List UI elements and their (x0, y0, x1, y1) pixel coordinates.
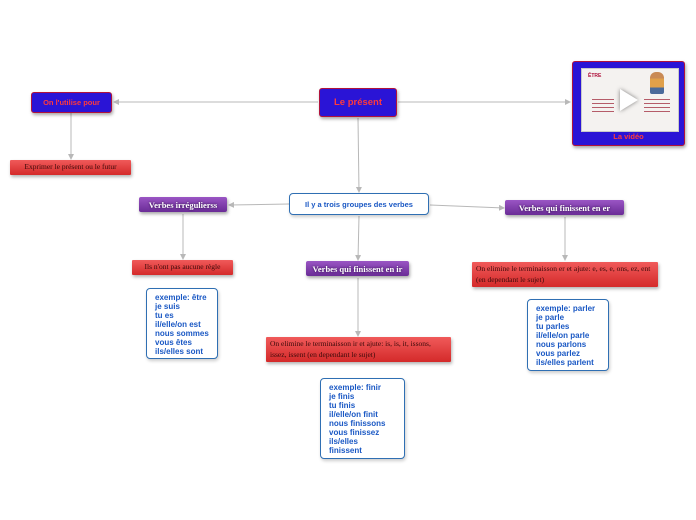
example-line: nous finissons (329, 418, 386, 428)
irregular-label: Verbes irrégulierss (148, 199, 218, 210)
ir-group-label: Verbes qui finissent en ir (312, 263, 403, 274)
usage-node[interactable]: On l'utilise pour (31, 92, 112, 113)
central-label: Le présent (333, 97, 383, 108)
video-label: La vidéo (613, 132, 644, 141)
example-line: ils/elles (329, 436, 358, 446)
example-line: ils/elles sont (155, 346, 204, 356)
example-line: je parle (536, 312, 565, 322)
er-rule-node[interactable]: On elimine le terminaisson er et ajute: … (472, 262, 658, 287)
irregular-node[interactable]: Verbes irrégulierss (139, 197, 227, 212)
thumb-figure (650, 72, 664, 94)
example-line: vous parlez (536, 348, 581, 358)
usage-detail-node[interactable]: Exprimer le présent ou le futur (10, 160, 131, 175)
er-group-node[interactable]: Verbes qui finissent en er (505, 200, 624, 215)
groups-node[interactable]: Il y a trois groupes des verbes (289, 193, 429, 215)
central-node[interactable]: Le présent (319, 88, 397, 117)
ir-example-node[interactable]: exemple: finir je finis tu finis il/elle… (320, 378, 405, 459)
irregular-rule-label: Ils n'ont pas aucune règle (144, 262, 221, 272)
video-thumbnail[interactable]: ÊTRE (581, 68, 679, 132)
example-line: nous parlons (536, 339, 587, 349)
example-line: ils/elles parlent (536, 357, 594, 367)
thumb-title: ÊTRE (588, 73, 602, 79)
thumb-left-column (592, 99, 614, 113)
example-line: je finis (329, 391, 355, 401)
link-groups-irregular (228, 201, 290, 208)
usage-detail-label: Exprimer le présent ou le futur (24, 162, 117, 172)
example-line: tu finis (329, 400, 356, 410)
thumb-right-column (644, 99, 670, 113)
example-line: exemple: finir (329, 383, 382, 392)
er-group-label: Verbes qui finissent en er (518, 202, 611, 213)
example-line: il/elle/on parle (536, 330, 590, 340)
example-line: nous sommes (155, 328, 209, 338)
example-line: il/elle/on est (155, 319, 201, 329)
ir-group-node[interactable]: Verbes qui finissent en ir (306, 261, 409, 276)
example-line: vous finissez (329, 427, 380, 437)
er-example-node[interactable]: exemple: parler je parle tu parles il/el… (527, 299, 609, 371)
usage-label: On l'utilise pour (43, 98, 100, 107)
ir-rule-label: On elimine le terminaisson ir et ajute: … (270, 339, 431, 359)
example-line: finissent (329, 445, 362, 455)
groups-label: Il y a trois groupes des verbes (305, 199, 413, 209)
ir-rule-node[interactable]: On elimine le terminaisson ir et ajute: … (266, 337, 451, 362)
example-line: exemple: être (155, 293, 207, 302)
example-line: tu es (155, 310, 174, 320)
link-central-groups (355, 117, 362, 193)
er-rule-label: On elimine le terminaisson er et ajute: … (476, 264, 651, 284)
irregular-rule-node[interactable]: Ils n'ont pas aucune règle (132, 260, 233, 275)
example-line: il/elle/on finit (329, 409, 378, 419)
link-groups-ir (355, 215, 362, 261)
link-groups-er (429, 204, 505, 211)
example-line: tu parles (536, 321, 570, 331)
irregular-example-node[interactable]: exemple: être je suis tu es il/elle/on e… (146, 288, 218, 359)
example-line: je suis (155, 301, 180, 311)
example-line: exemple: parler (536, 304, 596, 313)
video-node[interactable]: ÊTRE La vidéo (572, 61, 685, 146)
example-line: vous êtes (155, 337, 192, 347)
play-icon[interactable] (620, 89, 638, 111)
